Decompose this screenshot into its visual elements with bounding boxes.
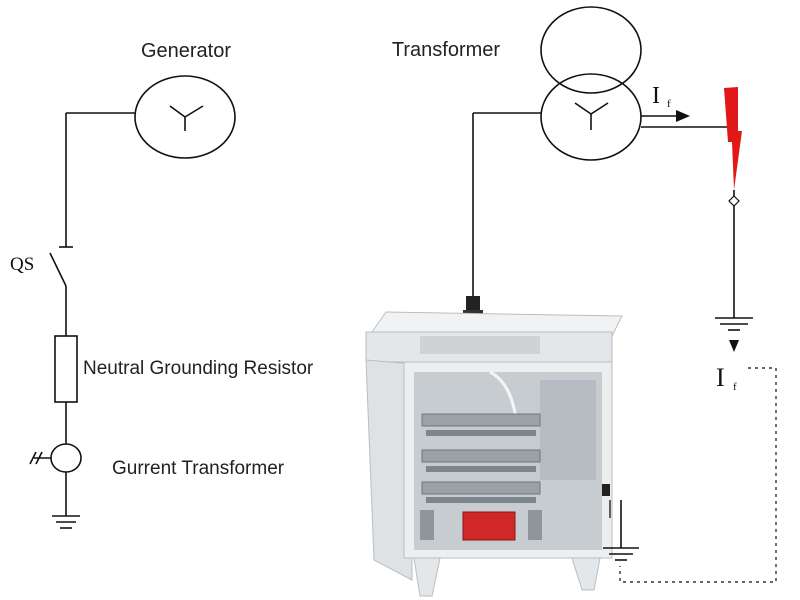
resistor-label: Neutral Grounding Resistor bbox=[83, 358, 314, 379]
fault-current-sub-top: f bbox=[667, 98, 671, 110]
switch-label: QS bbox=[10, 254, 34, 275]
left-feeder-wire bbox=[65, 112, 135, 247]
cabinet-ground-symbol bbox=[603, 500, 639, 561]
current-transformer-symbol bbox=[29, 443, 82, 473]
fault-current-label-bottom: I bbox=[716, 363, 725, 392]
ground-return-path bbox=[619, 367, 777, 583]
fault-current-sub-bottom: f bbox=[733, 381, 737, 393]
lightning-fault-icon bbox=[724, 87, 742, 190]
transformer-symbol bbox=[540, 6, 642, 161]
red-resistor-unit bbox=[462, 511, 516, 541]
ground-current-arrow bbox=[729, 340, 739, 352]
fault-current-label-top: I bbox=[652, 83, 660, 109]
disconnect-switch[interactable] bbox=[49, 246, 73, 336]
fault-ground-symbol bbox=[715, 317, 753, 331]
generator-symbol bbox=[134, 75, 236, 159]
fault-current-arrow-top bbox=[641, 110, 730, 128]
resistor-cabinet-illustration bbox=[365, 296, 623, 597]
left-ground-symbol bbox=[52, 472, 80, 529]
grounding-resistor-symbol bbox=[54, 335, 78, 403]
fault-path-wire bbox=[728, 190, 740, 318]
cabinet-bushing bbox=[466, 296, 480, 312]
generator-label: Generator bbox=[141, 40, 231, 62]
transformer-neutral-wire bbox=[472, 112, 541, 298]
current-transformer-label: Gurrent Transformer bbox=[112, 458, 285, 479]
transformer-label: Transformer bbox=[392, 39, 501, 61]
